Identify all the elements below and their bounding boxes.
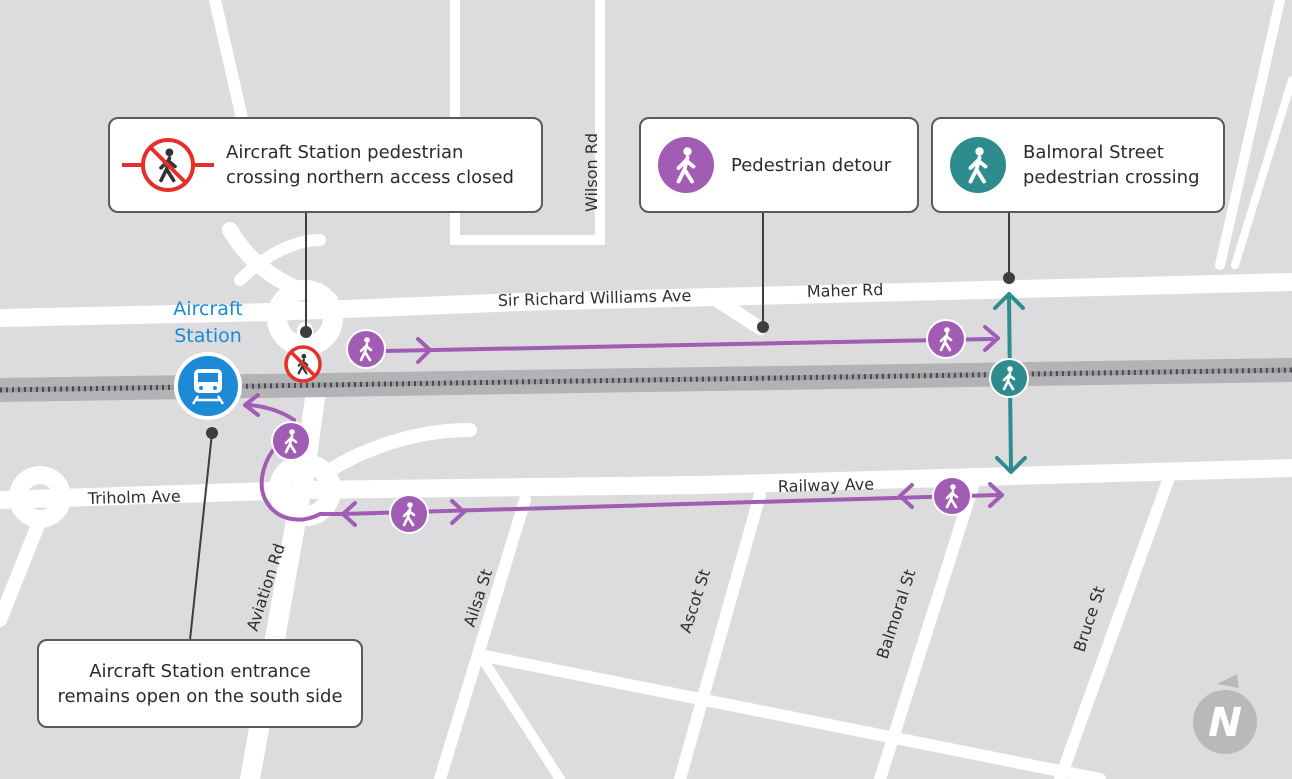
callout-detour-line1: Pedestrian detour [731, 154, 892, 176]
road-south-cross-2 [475, 650, 565, 779]
road-north-right-2 [1231, 76, 1292, 269]
detour-south-arrowhead-east-2 [988, 482, 1004, 508]
pedestrian-teal-icon [933, 135, 1023, 195]
callout-balmoral-line2: pedestrian crossing [1023, 167, 1200, 188]
road-south-curve [323, 423, 477, 477]
detour-south-arrowhead-east [450, 499, 466, 525]
detour-south-arrowhead-west-2 [898, 483, 914, 509]
detour-north-arrowhead-1 [416, 337, 432, 364]
detour-station-arrow [243, 403, 296, 422]
road-northwest-curve-2 [234, 234, 326, 286]
pedestrian-marker-south-east [932, 476, 972, 516]
pedestrian-marker-balmoral-crossing [989, 358, 1029, 398]
callout-balmoral-crossing: Balmoral Street pedestrian crossing [931, 117, 1225, 213]
detour-station-arrowhead [243, 393, 260, 417]
leader-lines [189, 212, 1015, 641]
callout-crossing-closed: Aircraft Station pedestrian crossing nor… [108, 117, 543, 213]
detour-north-arrowhead-2 [983, 325, 1000, 352]
pedestrian-purple-icon [641, 135, 731, 195]
road-bruce [1054, 469, 1176, 779]
pedestrian-detour-route [243, 325, 1004, 527]
callout-entrance-line1: Aircraft Station entrance [89, 660, 311, 682]
station-label-line1: Aircraft [173, 298, 243, 320]
roundabout-south [269, 454, 341, 526]
no-pedestrian-icon [110, 135, 226, 195]
station-label-line2: Station [174, 325, 242, 347]
road-balmoral [874, 474, 981, 779]
road-ailsa [434, 494, 531, 779]
road-south-cross [474, 649, 1106, 779]
north-arrow-icon: N [1193, 674, 1257, 754]
closed-crossing-marker [284, 345, 322, 383]
station-label: Aircraft Station [148, 296, 268, 350]
callout-closed-line2: crossing northern access closed [226, 167, 514, 188]
callout-entrance-open: Aircraft Station entrance remains open o… [37, 639, 363, 728]
station-train-icon [174, 352, 242, 420]
callout-closed-line1: Aircraft Station pedestrian [226, 142, 464, 163]
road-maher-spur [713, 295, 767, 335]
pedestrian-marker-south-west [389, 494, 429, 534]
pedestrian-marker-south-aviation [271, 421, 311, 461]
label-railway: Railway Ave [778, 474, 875, 496]
label-triholm: Triholm Ave [87, 487, 181, 508]
pedestrian-marker-north-east [926, 319, 966, 359]
callout-balmoral-line1: Balmoral Street [1023, 142, 1164, 163]
callout-entrance-line2: remains open on the south side [57, 685, 343, 707]
road-west-diag [0, 513, 47, 627]
callout-pedestrian-detour: Pedestrian detour [639, 117, 919, 213]
road-ascot [674, 489, 766, 779]
detour-south-line [340, 493, 1000, 516]
road-north-right-1 [1215, 0, 1285, 270]
road-sir-richard [0, 273, 1292, 327]
label-maher: Maher Rd [807, 280, 884, 301]
crossing-arrowhead-north [993, 292, 1025, 310]
pedestrian-marker-north-west [346, 329, 386, 369]
detour-north-line [383, 337, 994, 353]
label-wilson: Wilson Rd [582, 133, 601, 212]
road-triholm [0, 459, 1292, 509]
crossing-arrowhead-south [995, 456, 1027, 474]
